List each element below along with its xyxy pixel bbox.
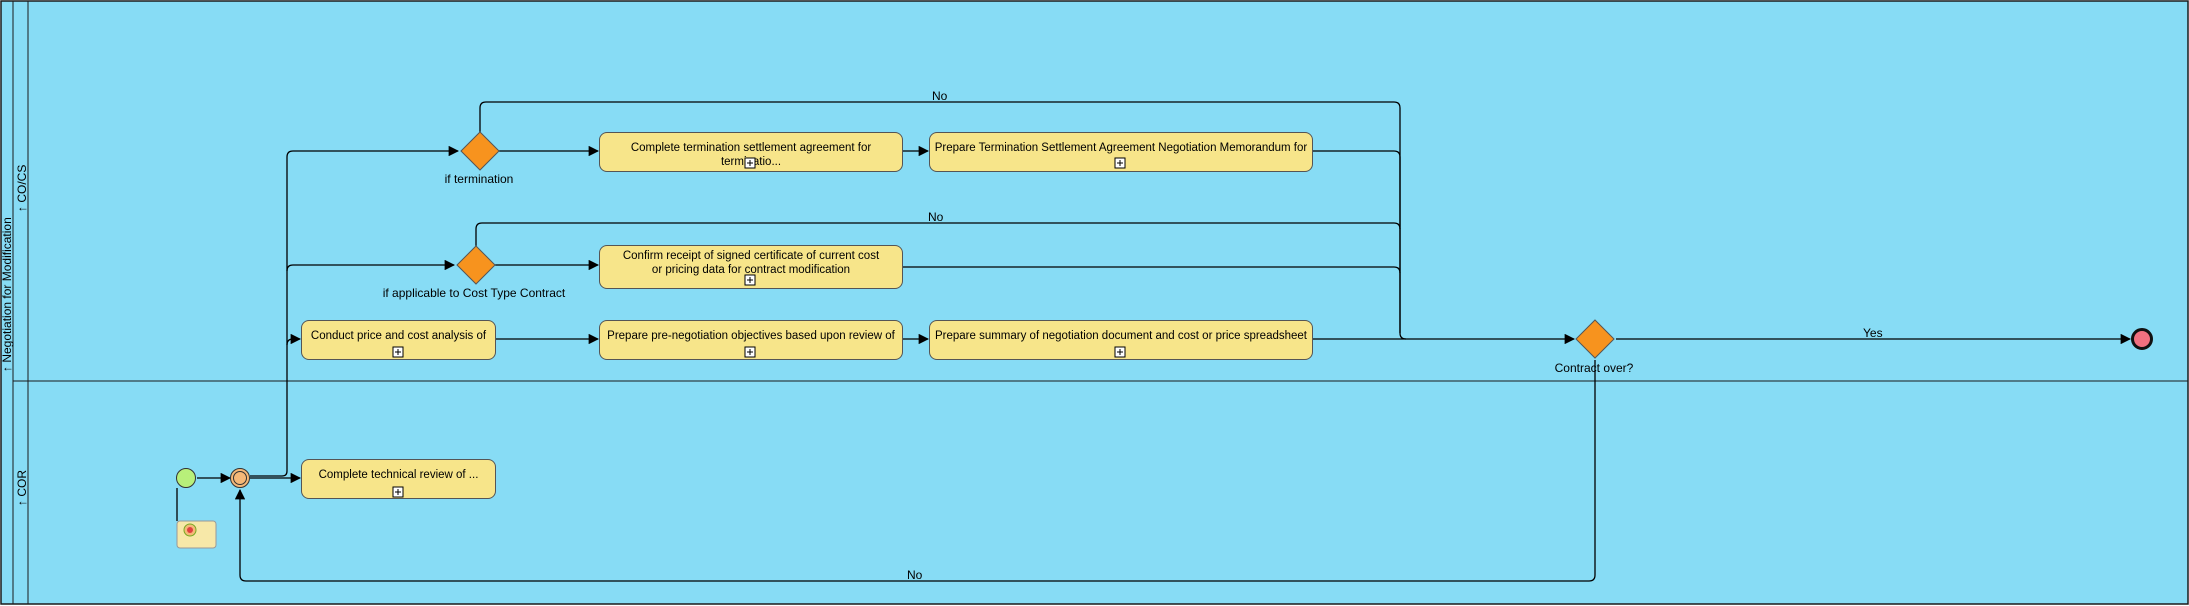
flow-to-conduct[interactable]	[286, 333, 302, 346]
task-prepare-prenegotiation[interactable]: Prepare pre-negotiation objectives based…	[599, 320, 903, 360]
pool-name: Negotiation for Modification	[0, 217, 14, 362]
flow-confirm-to-merge[interactable]	[903, 266, 1401, 274]
flow-no-loop[interactable]	[234, 360, 1596, 582]
lane-label-cor: ↑ COR	[15, 470, 29, 506]
task-label: Conduct price and cost analysis of ...	[310, 330, 487, 356]
lane-name-cocs: CO/CS	[15, 165, 29, 203]
task-label: Confirm receipt of signed certificate of…	[622, 250, 880, 276]
svg-text:↑ COR: ↑ COR	[15, 470, 29, 506]
svg-text:↑ Negotiation for Modification: ↑ Negotiation for Modification	[0, 217, 14, 372]
flow-branch-up	[250, 145, 460, 477]
gateway-termination[interactable]	[460, 131, 500, 171]
flow-to-costtype[interactable]	[286, 259, 456, 272]
task-confirm-certificate[interactable]: Confirm receipt of signed certificate of…	[599, 245, 903, 289]
flow-gw1-no[interactable]	[479, 101, 1401, 333]
flow-label-yes: Yes	[1863, 326, 1883, 340]
gateway-costtype-label: if applicable to Cost Type Contract	[383, 286, 566, 300]
task-prepare-termination-memorandum[interactable]: Prepare Termination Settlement Agreement…	[929, 132, 1313, 172]
sequence-flows	[176, 101, 2132, 582]
task-label: Prepare pre-negotiation objectives based…	[607, 330, 895, 356]
gateway-contract-over-label: Contract over?	[1555, 361, 1634, 375]
task-label: Complete termination settlement agreemen…	[630, 142, 872, 168]
flow-gw2-no[interactable]	[475, 222, 1401, 246]
task-label: Prepare Termination Settlement Agreement…	[934, 142, 1308, 168]
task-complete-termination-settlement[interactable]: Complete termination settlement agreemen…	[599, 132, 903, 172]
start-event[interactable]	[176, 468, 196, 488]
task-technical-review[interactable]: Complete technical review of ...	[301, 459, 496, 499]
svg-text:↑ CO/CS: ↑ CO/CS	[15, 165, 29, 212]
gateway-contract-over[interactable]	[1575, 319, 1615, 359]
flow-label-no-termination: No	[932, 89, 948, 103]
flow-label-no-costtype: No	[928, 210, 944, 224]
task-label: Prepare summary of negotiation document …	[934, 330, 1308, 356]
gateway-termination-label: if termination	[445, 172, 514, 186]
task-conduct-price-analysis[interactable]: Conduct price and cost analysis of ...	[301, 320, 496, 360]
flow-label-no-loop: No	[907, 568, 923, 582]
gateway-costtype[interactable]	[456, 245, 496, 285]
event-artifact[interactable]	[176, 520, 217, 549]
pool-label: ↑ Negotiation for Modification	[0, 217, 14, 372]
task-prepare-summary[interactable]: Prepare summary of negotiation document …	[929, 320, 1313, 360]
task-label: Complete technical review of ...	[318, 469, 479, 481]
lane-name-cor: COR	[15, 470, 29, 497]
lane-label-cocs: ↑ CO/CS	[15, 165, 29, 212]
intermediate-event[interactable]	[230, 468, 250, 488]
end-event[interactable]	[2131, 328, 2153, 350]
